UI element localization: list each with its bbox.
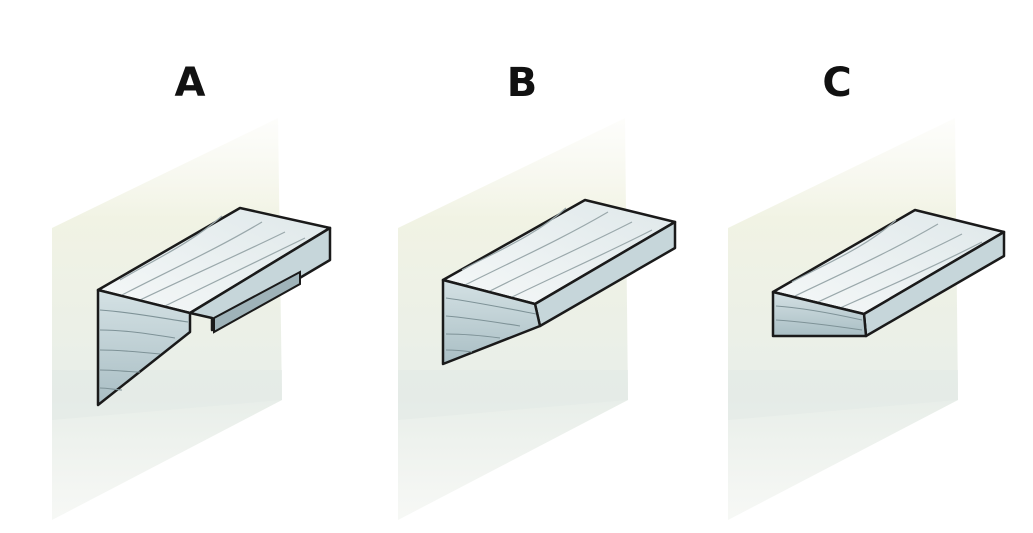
panel-a-block-underside [213, 270, 301, 334]
panel-b-wall-shade [398, 370, 628, 420]
panel-a-front-grain [99, 309, 189, 391]
panel-label-b: B [506, 60, 538, 106]
panel-a-top-grain [119, 215, 306, 307]
panel-label-c: C [822, 60, 852, 106]
panel-b-drawing [398, 118, 677, 520]
panel-c-drawing [728, 118, 1006, 520]
panel-b-top-grain [461, 207, 653, 299]
panel-a-drawing [52, 118, 332, 520]
panel-label-a: A [174, 60, 206, 106]
panel-c-front-grain [775, 305, 863, 331]
panel-b-front-grain [445, 297, 537, 353]
panel-c-block-front [771, 290, 868, 338]
panel-c-top-grain [791, 219, 983, 309]
panel-c-wall-shade [728, 370, 958, 420]
